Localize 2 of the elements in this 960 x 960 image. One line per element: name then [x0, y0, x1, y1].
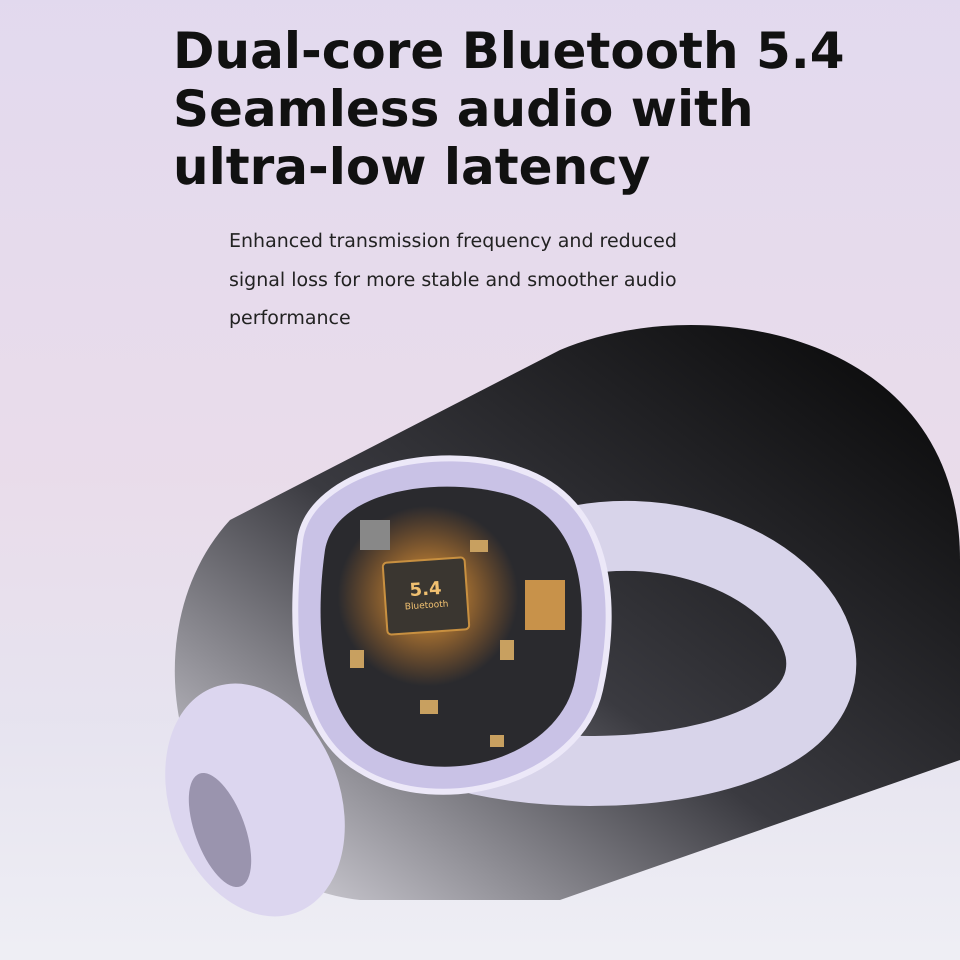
- description: Enhanced transmission frequency and reduced signal loss for more stable and smoother audio performance: [229, 229, 678, 331]
- title: Dual-core Bluetooth 5.4 Seamless audio with ultra-low latency: [173, 22, 846, 196]
